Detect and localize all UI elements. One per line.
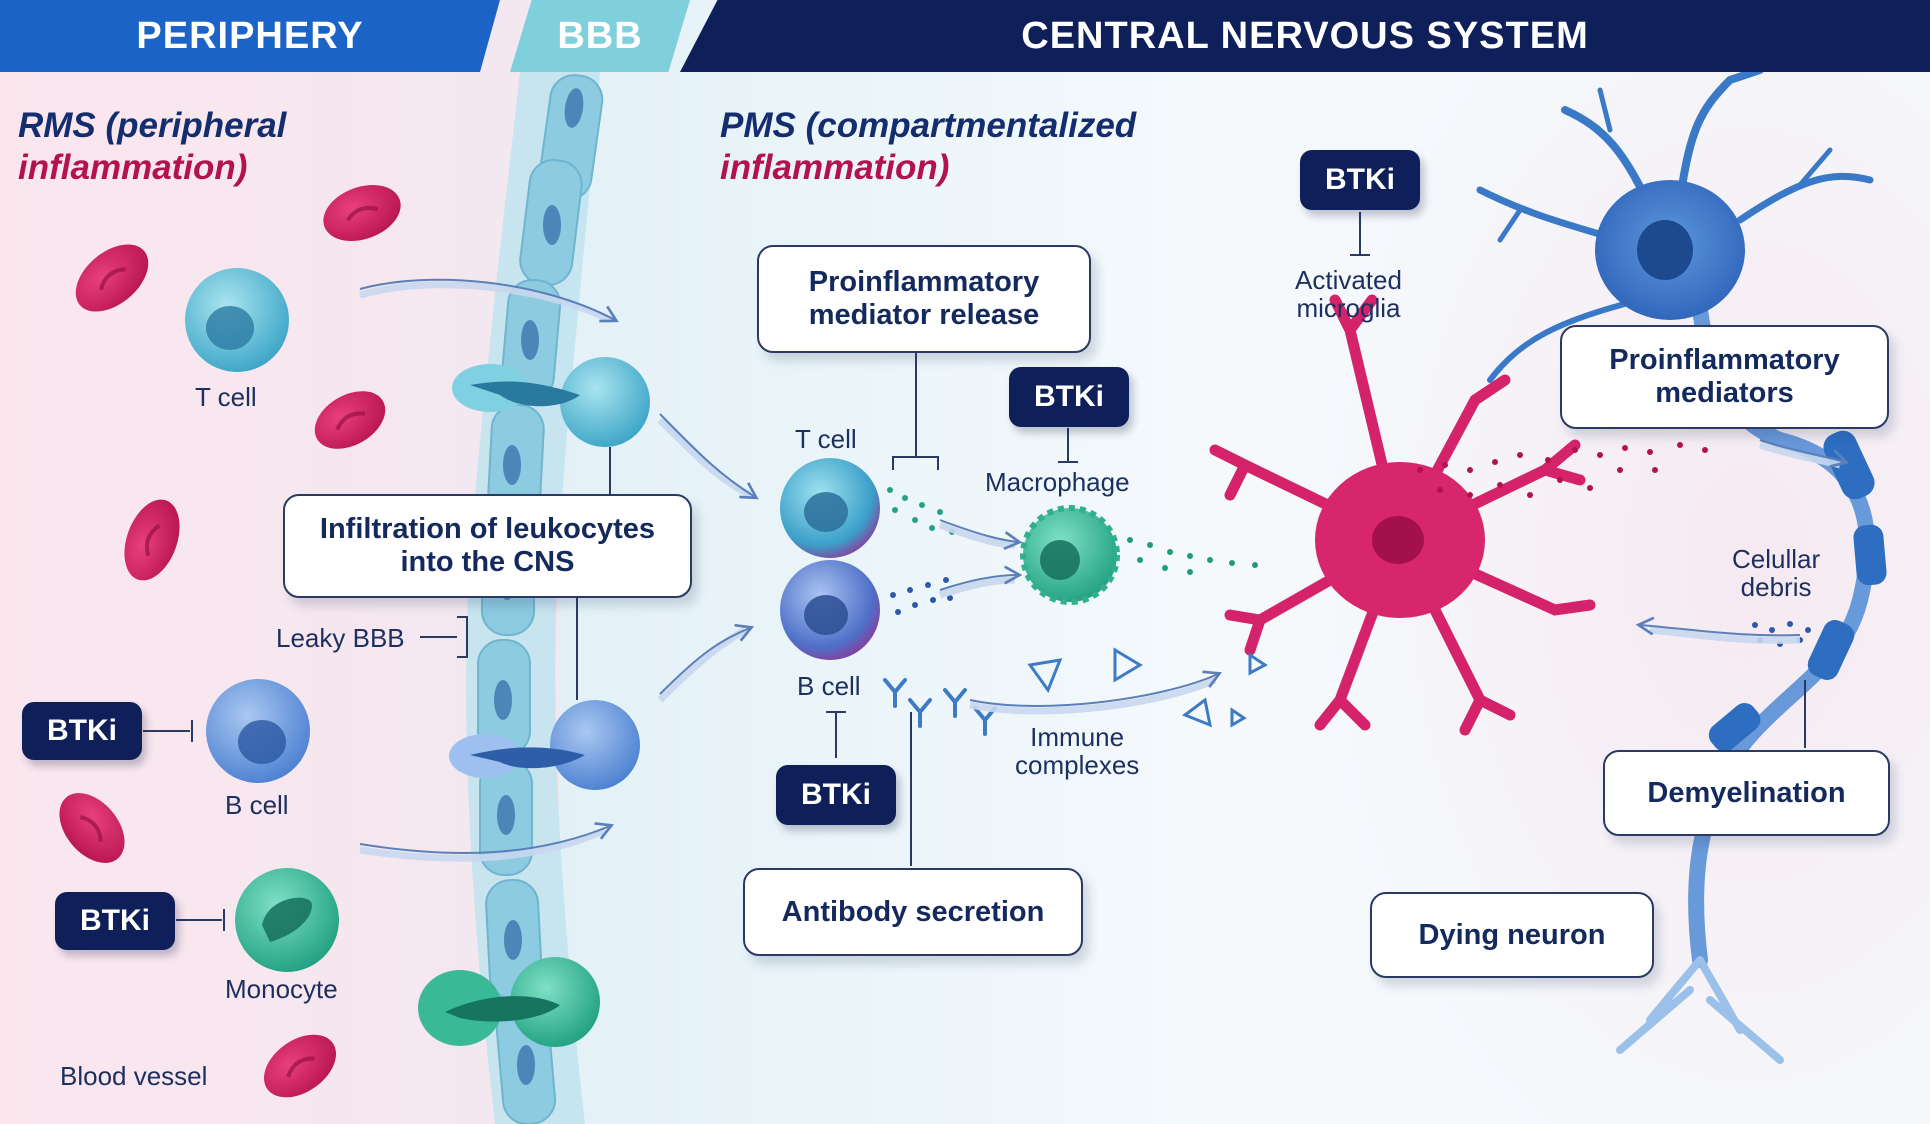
pms-title-line2: inflammation) [720, 148, 950, 187]
label-macrophage: Macrophage [985, 467, 1130, 497]
label-activated-microglia-line2: microglia [1296, 293, 1401, 323]
box-antibody-secretion: Antibody secretion [743, 868, 1083, 956]
box-demyelination: Demyelination [1603, 750, 1890, 836]
label-immune-complexes-line1: Immune [1030, 722, 1125, 752]
btki-badge-monocyte: BTKi [55, 892, 175, 950]
label-periphery-b-cell: B cell [225, 790, 289, 820]
cns-connectors [826, 212, 1806, 866]
label-periphery-t-cell: T cell [195, 382, 257, 412]
label-monocyte: Monocyte [225, 974, 338, 1004]
label-blood-vessel: Blood vessel [60, 1061, 208, 1091]
neuron-nucleus [1637, 220, 1693, 280]
label-cellular-debris: Celullar debris [1732, 545, 1820, 601]
box-dying-neuron: Dying neuron [1370, 892, 1654, 978]
periphery-t-cell [185, 268, 289, 372]
label-cns-t-cell: T cell [795, 424, 857, 454]
immune-complexes [1027, 647, 1268, 728]
label-cellular-debris-line2: debris [1740, 572, 1812, 602]
mediator-dots-macrophage [1127, 537, 1258, 575]
box-proinflammatory-mediators-line1: Proinflammatory [1609, 344, 1840, 376]
btki-badge-microglia: BTKi [1300, 150, 1420, 210]
antibodies [883, 678, 997, 736]
cns-t-cell [780, 458, 880, 558]
microglia-nucleus [1372, 516, 1424, 564]
periphery-b-cell [206, 679, 310, 783]
red-blood-cells [59, 184, 401, 1098]
cns-b-cell [780, 560, 880, 660]
mediator-dots-microglia [1417, 442, 1708, 498]
migrating-t-cell [452, 357, 650, 447]
header-bbb: BBB [510, 0, 690, 72]
label-leaky-bbb: Leaky BBB [276, 623, 405, 653]
box-proinflammatory-release-line2: mediator release [808, 299, 1040, 331]
header-periphery: PERIPHERY [0, 0, 500, 72]
pms-title: PMS (compartmentalized inflammation) [720, 105, 1136, 189]
label-cns-b-cell: B cell [797, 671, 861, 701]
migrating-b-cell [449, 700, 640, 790]
btki-badge-macrophage: BTKi [1009, 367, 1129, 427]
box-proinflammatory-release-line1: Proinflammatory [808, 266, 1040, 298]
cns-arrow-lines [939, 439, 1850, 707]
label-activated-microglia-line1: Activated [1295, 265, 1402, 295]
migrating-monocyte [418, 957, 600, 1047]
rms-title: RMS (peripheral inflammation) [18, 105, 286, 189]
rms-title-line2: inflammation) [18, 148, 248, 187]
box-infiltration: Infiltration of leukocytes into the CNS [283, 494, 692, 598]
box-proinflammatory-mediators-line2: mediators [1655, 377, 1794, 409]
btki-badge-b-cell: BTKi [22, 702, 142, 760]
box-proinflammatory-mediators: Proinflammatory mediators [1560, 325, 1889, 429]
mediator-dots-b [890, 577, 953, 615]
box-infiltration-line2: into the CNS [400, 546, 575, 578]
header-cns: CENTRAL NERVOUS SYSTEM [680, 0, 1930, 72]
label-immune-complexes: Immune complexes [1015, 723, 1139, 779]
label-cellular-debris-line1: Celullar [1732, 544, 1821, 574]
infiltration-arrow-lines [359, 278, 759, 854]
periphery-connectors [143, 447, 611, 931]
label-activated-microglia: Activated microglia [1295, 266, 1402, 322]
label-immune-complexes-line2: complexes [1015, 750, 1140, 780]
box-infiltration-line1: Infiltration of leukocytes [319, 513, 656, 545]
box-proinflammatory-release: Proinflammatory mediator release [757, 245, 1091, 353]
pms-title-line1: PMS (compartmentalized [720, 106, 1137, 145]
macrophage [1020, 505, 1120, 605]
rms-title-line1: RMS (peripheral [18, 106, 287, 145]
btki-badge-cns-b-cell: BTKi [776, 765, 896, 825]
periphery-monocyte [235, 868, 339, 972]
